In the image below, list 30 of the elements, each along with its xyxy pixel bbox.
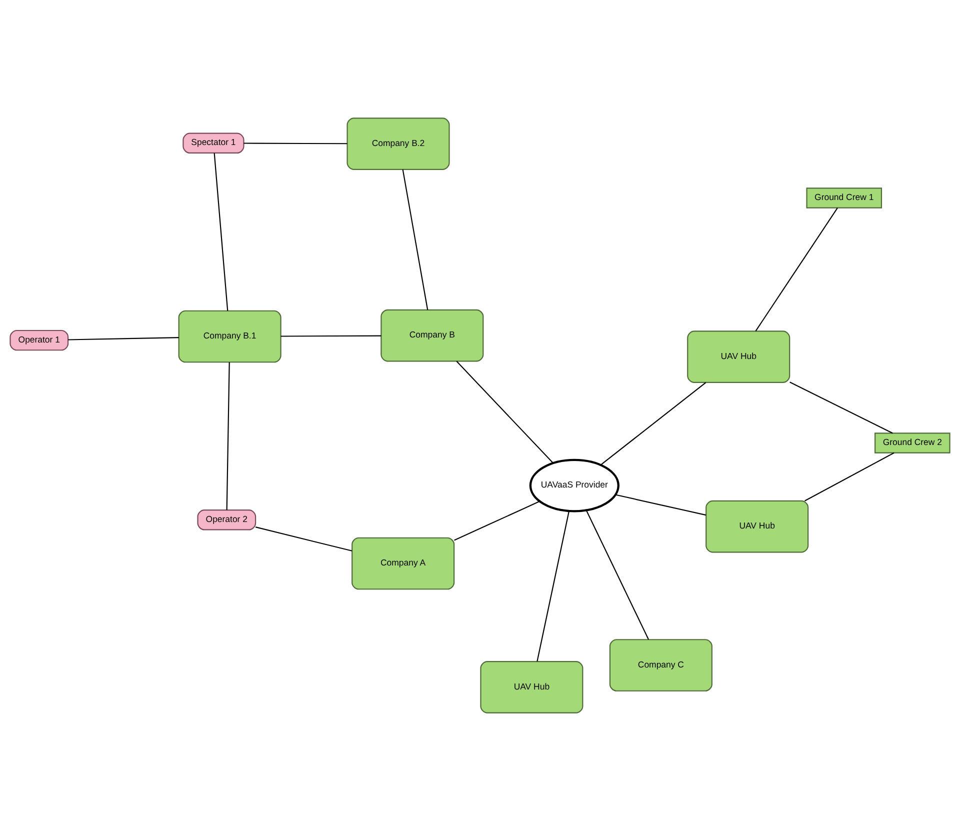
node-box: Company A bbox=[352, 537, 455, 590]
connector bbox=[226, 362, 230, 510]
connector bbox=[586, 510, 650, 640]
connector bbox=[615, 494, 706, 516]
connector bbox=[454, 500, 540, 541]
connector bbox=[600, 382, 706, 466]
node-box: Company B bbox=[380, 309, 484, 362]
connector bbox=[790, 382, 893, 434]
connector bbox=[214, 152, 228, 311]
node-box: Spectator 1 bbox=[182, 132, 244, 154]
node-box: Company C bbox=[609, 639, 712, 692]
node-box: UAV Hub bbox=[706, 500, 809, 553]
connector bbox=[280, 335, 382, 337]
connector bbox=[804, 452, 894, 502]
connector bbox=[244, 142, 348, 144]
node-box: Company B.1 bbox=[178, 310, 282, 363]
node-ellipse: UAVaaS Provider bbox=[529, 458, 620, 512]
node-box: Ground Crew 2 bbox=[874, 432, 950, 454]
connector bbox=[255, 526, 352, 552]
node-box: UAV Hub bbox=[480, 661, 584, 714]
connector bbox=[755, 208, 838, 332]
connector bbox=[456, 360, 554, 464]
connector bbox=[402, 169, 428, 310]
connector bbox=[68, 336, 179, 340]
node-box: UAV Hub bbox=[687, 330, 790, 383]
connector bbox=[536, 511, 570, 662]
node-box: Ground Crew 1 bbox=[806, 188, 882, 208]
node-box: Operator 1 bbox=[10, 330, 69, 351]
node-box: Operator 2 bbox=[197, 510, 256, 530]
node-box: Company B.2 bbox=[346, 118, 450, 170]
